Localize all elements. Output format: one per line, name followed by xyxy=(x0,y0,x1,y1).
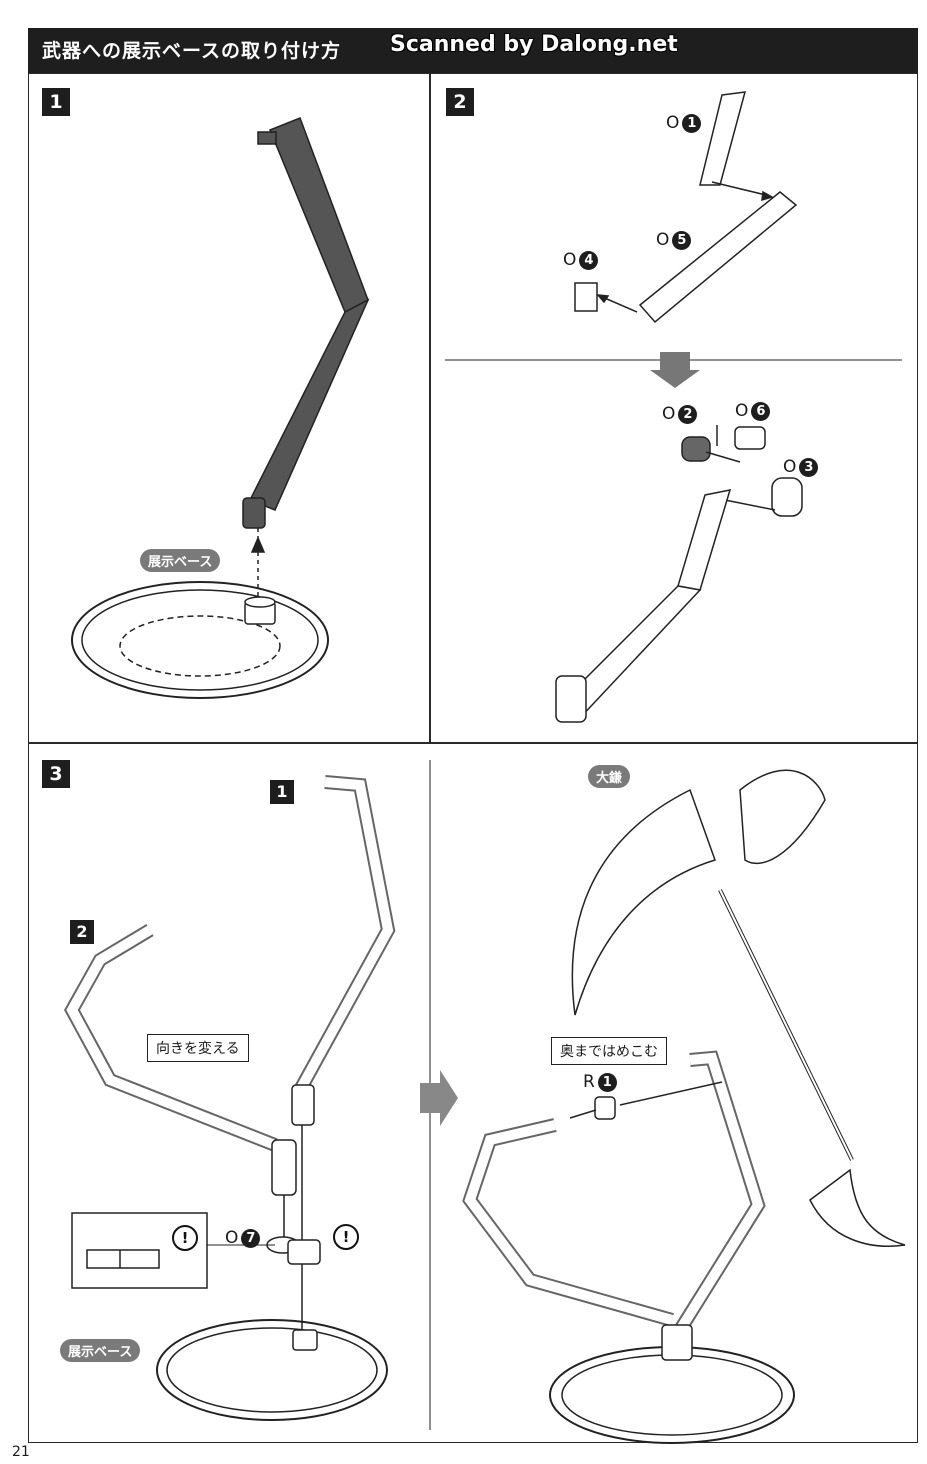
scythe-tag: 大鎌 xyxy=(588,765,631,788)
watermark: Scanned by Dalong.net xyxy=(390,32,678,57)
header-bar xyxy=(28,28,918,73)
display-base-tag: 展示ベース xyxy=(60,1339,141,1362)
display-base-tag: 展示ベース xyxy=(140,549,221,572)
step-number-3: 3 xyxy=(42,760,70,788)
arm-label-2: 2 xyxy=(70,920,94,944)
arm-label-1: 1 xyxy=(270,780,294,804)
step1-arm xyxy=(242,117,370,529)
panel-step-2 xyxy=(430,73,918,743)
page-title: 武器への展示ベースの取り付け方 xyxy=(42,40,342,62)
panel-step-1 xyxy=(28,73,430,743)
step-number-2: 2 xyxy=(446,88,474,116)
warning-icon: ! xyxy=(333,1224,359,1250)
warning-icon: ! xyxy=(172,1225,198,1251)
step-number-1: 1 xyxy=(42,88,70,116)
page-number: 21 xyxy=(12,1444,30,1460)
change-direction-callout: 向きを変える xyxy=(147,1034,249,1062)
push-in-fully-callout: 奥まではめこむ xyxy=(551,1037,667,1065)
